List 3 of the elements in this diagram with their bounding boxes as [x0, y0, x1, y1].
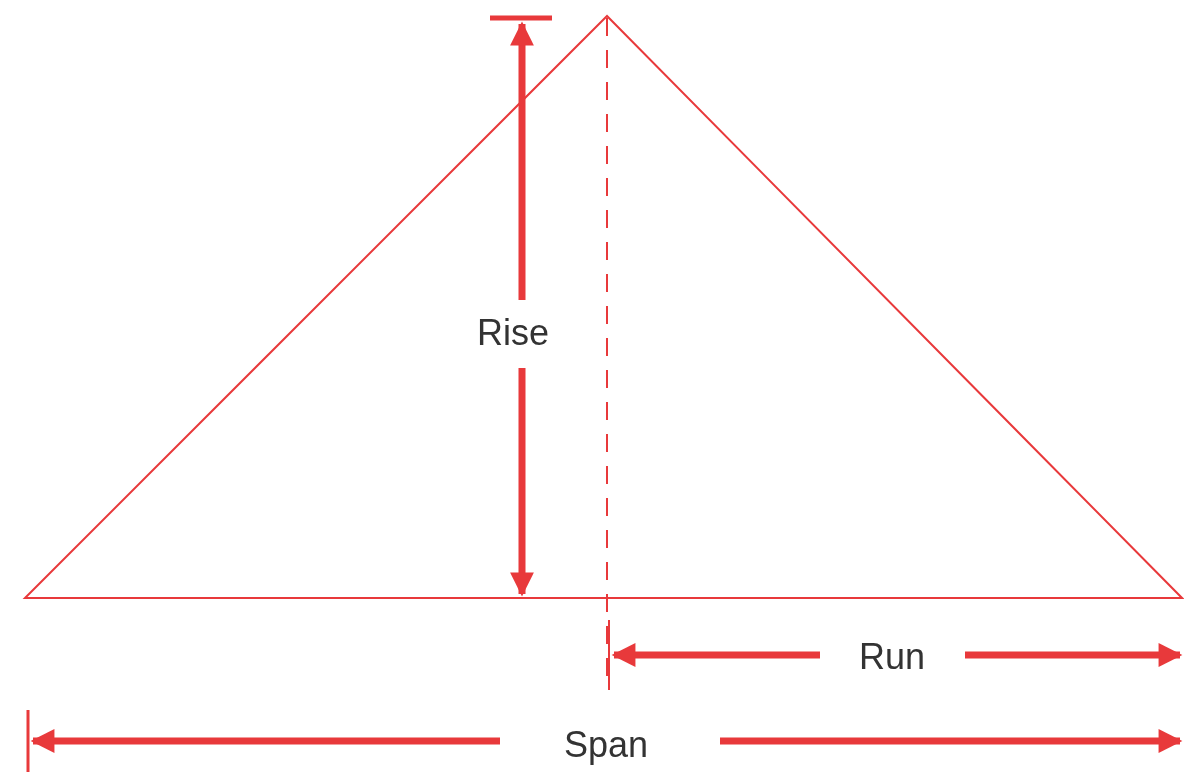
- dimension-label: Run: [859, 639, 925, 675]
- dimension-label: Span: [563, 727, 649, 763]
- dimension-label: Rise: [477, 315, 549, 351]
